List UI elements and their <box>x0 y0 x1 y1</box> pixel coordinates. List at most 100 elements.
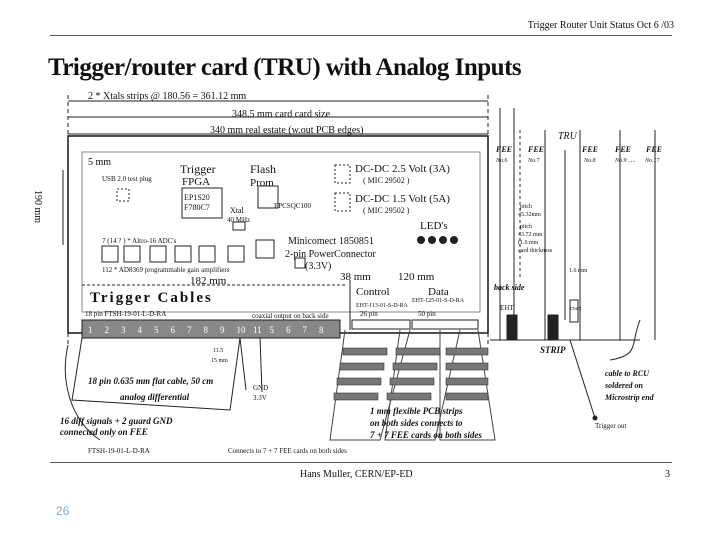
pitch2-value: 43.72 mm <box>518 232 543 238</box>
trigger-label: Trigger <box>180 162 216 176</box>
connector-number: 9 <box>220 325 225 335</box>
flex1-label: 1 mm flexible PCB strips <box>370 406 463 416</box>
mini1-label: Minicomect 1850851 <box>288 236 374 247</box>
rcu1-label: cable to RCU <box>605 369 650 378</box>
footer-author: Hans Muller, CERN/EP-ED <box>300 469 413 480</box>
card-thickness-1: (1.6 mm <box>518 239 539 246</box>
analog-diff-label: analog differential <box>120 392 190 402</box>
data-label: Data <box>428 286 449 298</box>
coaxial-label: coaxial output on back side <box>252 312 329 320</box>
dim-real-estate: 340 mm real estate (w.out PCB edges) <box>210 125 364 136</box>
pitch1-value: 45.32mm <box>518 212 541 218</box>
dim-15mm: 15 mm <box>211 358 228 364</box>
back-side-label: back side <box>494 283 525 292</box>
dim-182mm: 182 mm <box>190 275 227 287</box>
connector-number: 5 <box>154 325 159 335</box>
header-text: Trigger Router Unit Status Oct 6 /03 <box>527 20 674 31</box>
ep2-label: F780C7 <box>184 203 210 212</box>
epcs-label: EPCSQC100 <box>274 202 311 210</box>
ep1-label: EP1S20 <box>184 193 210 202</box>
dim-38mm: 38 mm <box>340 271 371 283</box>
ftsh-bottom-label: FTSH-19-01-L-D-RA <box>88 447 150 455</box>
flat-cable-label: 18 pin 0.635 mm flat cable, 50 cm <box>88 376 213 386</box>
footer-rule <box>50 462 672 463</box>
control-label: Control <box>356 286 390 298</box>
xtal-label: Xtal <box>230 206 245 215</box>
pin26-label: 26 pin <box>360 310 378 318</box>
footer-page: 3 <box>665 469 670 480</box>
connector-number: 4 <box>138 325 143 335</box>
rcu2-label: soldered on <box>604 381 644 390</box>
mic2-label: ( MIC 29502 ) <box>363 206 410 215</box>
diff2-label: connected only on FEE <box>60 427 148 437</box>
usb-label: USB 2.0 test plug <box>102 175 152 183</box>
fpga-label: FPGA <box>182 176 210 188</box>
dim-height: 190 mm <box>32 190 43 223</box>
dim-1p6mm: 1.6 mm <box>569 268 588 274</box>
dim-11p5: 11.5 <box>213 348 223 354</box>
dim-120mm: 120 mm <box>398 271 435 283</box>
fee-no-6: No.6 <box>495 158 508 164</box>
dcdc15-label: DC-DC 1.5 Volt (5A) <box>355 193 450 205</box>
dim-card-size: 348.5 mm card card size <box>232 109 331 120</box>
mic1-label: ( MIC 29502 ) <box>363 176 410 185</box>
coax-label: coax <box>570 306 581 312</box>
fee-no-9: No.9 ..... <box>614 158 636 164</box>
connector-number: 7 <box>303 325 308 335</box>
connector-number: 6 <box>171 325 176 335</box>
card-inner <box>81 151 481 313</box>
flex2-label: on both sides connects to <box>370 418 463 428</box>
fee-no-7: No.7 <box>527 158 541 164</box>
dim-xtals: 2 * Xtals strips @ 180.56 = 361.12 mm <box>88 91 246 102</box>
v33-label: 3.3V <box>253 394 267 402</box>
connector-number: 1 <box>88 325 93 335</box>
eht1-label: EHT-113-01-S-D-RA <box>356 303 409 309</box>
trigger-cables-label: Trigger Cables <box>90 290 213 306</box>
connector-number: 7 <box>187 325 192 335</box>
card-thickness-2: card thickness <box>518 248 553 254</box>
gnd-label: GND <box>253 384 268 392</box>
trigger-out-label: Trigger out <box>595 422 626 430</box>
connector-number: 8 <box>319 325 324 335</box>
prom-label: Prom <box>250 177 274 189</box>
flash-label: Flash <box>250 162 276 176</box>
dim-5mm: 5 mm <box>88 157 111 168</box>
rcu3-label: Microstrip end <box>604 393 655 402</box>
connector-number: 6 <box>286 325 291 335</box>
ad8369-label: 112 * AD8369 programmable gain amplifier… <box>102 266 230 274</box>
fee-label-17: FEE <box>645 145 662 154</box>
connector-number: 5 <box>270 325 275 335</box>
fee-label-6: FEE <box>495 145 512 154</box>
pin50-label: 50 pin <box>418 310 436 318</box>
ftsh-top-label: 18 pin FTSH-19-01-L-D-RA <box>85 310 166 318</box>
slide-number: 26 <box>56 504 70 518</box>
diff1-label: 16 diff signals + 2 guard GND <box>60 416 173 426</box>
connector-number: 2 <box>105 325 110 335</box>
mini2-label: 2-pin PowerConnector <box>285 249 376 260</box>
dcdc25-label: DC-DC 2.5 Volt (3A) <box>355 163 450 175</box>
strip-label: STRIP <box>540 345 566 355</box>
flex3-label: 7 + 7 FEE cards on both sides <box>370 430 482 440</box>
fee-no-8: No.8 <box>583 158 596 164</box>
connects-label: Connects to 7 + 7 FEE cards on both side… <box>228 447 347 455</box>
connector-number: 11 <box>253 325 262 335</box>
fee-label-8: FEE <box>581 145 598 154</box>
altro-label: 7 (14 ? ) * Altro-16 ADC's <box>102 237 177 245</box>
connector-number: 10 <box>237 325 247 335</box>
pitch2-label: pitch <box>520 224 532 230</box>
connector-number: 3 <box>121 325 126 335</box>
connector-number: 8 <box>204 325 209 335</box>
tru-side-label: TRU <box>558 131 578 142</box>
fee-label-7: FEE <box>527 145 544 154</box>
fee-no-17: No.17 <box>644 158 661 164</box>
eht-label: EHT <box>500 304 514 312</box>
eht2-label: EHT-125-01-S-D-RA <box>412 298 465 304</box>
pitch1-label: pitch <box>520 204 532 210</box>
leds-label: LED's <box>420 220 448 232</box>
fee-label-9: FEE <box>614 145 631 154</box>
header-rule <box>50 35 672 36</box>
mini3-label: (3.3V) <box>305 261 331 272</box>
xtal-freq: 40 MHz <box>227 216 250 224</box>
page-title: Trigger/router card (TRU) with Analog In… <box>48 54 522 81</box>
